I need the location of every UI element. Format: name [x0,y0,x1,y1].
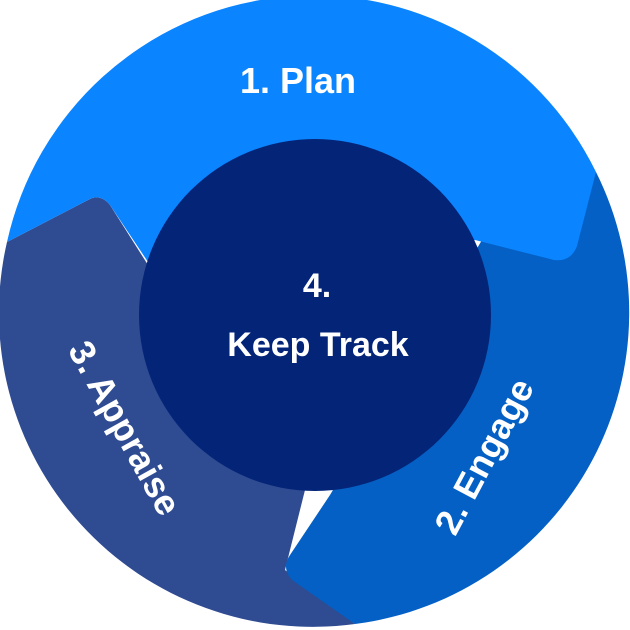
plan-segment [7,0,596,265]
keep-track-number: 4. [303,267,331,305]
plan-label: 1. Plan [240,60,356,101]
keep-track-label: Keep Track [227,326,409,364]
keep-track-circle [139,139,491,491]
